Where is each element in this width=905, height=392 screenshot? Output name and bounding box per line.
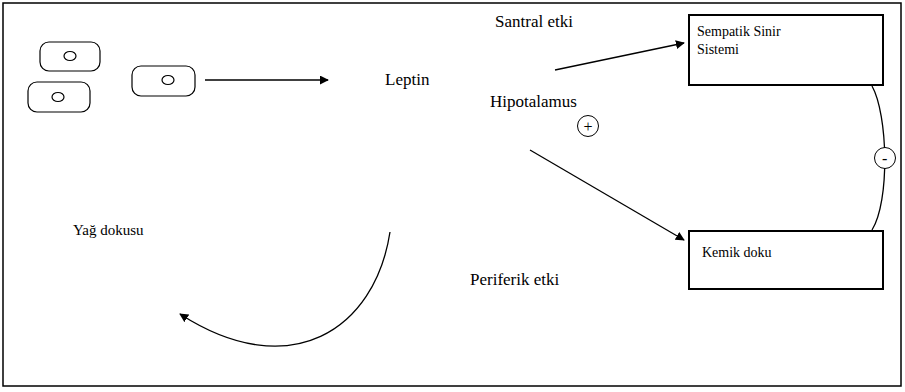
- process-box: Sempatik Sinir Sistemi: [688, 14, 884, 86]
- effect-label: Periferik etki: [470, 270, 559, 290]
- process-box: Kemik doku: [688, 230, 884, 290]
- box-text: Kemik doku: [702, 244, 870, 262]
- plus-sign: +: [577, 115, 599, 137]
- arrow-line: [555, 43, 684, 70]
- fat-cells: [28, 42, 195, 112]
- effect-label: Santral etki: [495, 12, 573, 32]
- box-text: Sempatik Sinir Sistemi: [697, 23, 822, 58]
- minus-sign: -: [874, 147, 896, 169]
- frame: [3, 3, 901, 386]
- organ-label: Hipotalamus: [490, 92, 577, 112]
- feedback-arrow: [180, 232, 390, 346]
- hormone-label: Leptin: [385, 70, 429, 90]
- arrow-line: [205, 79, 328, 80]
- tissue-label: Yağ dokusu: [73, 221, 144, 239]
- arrow-line: [530, 150, 684, 240]
